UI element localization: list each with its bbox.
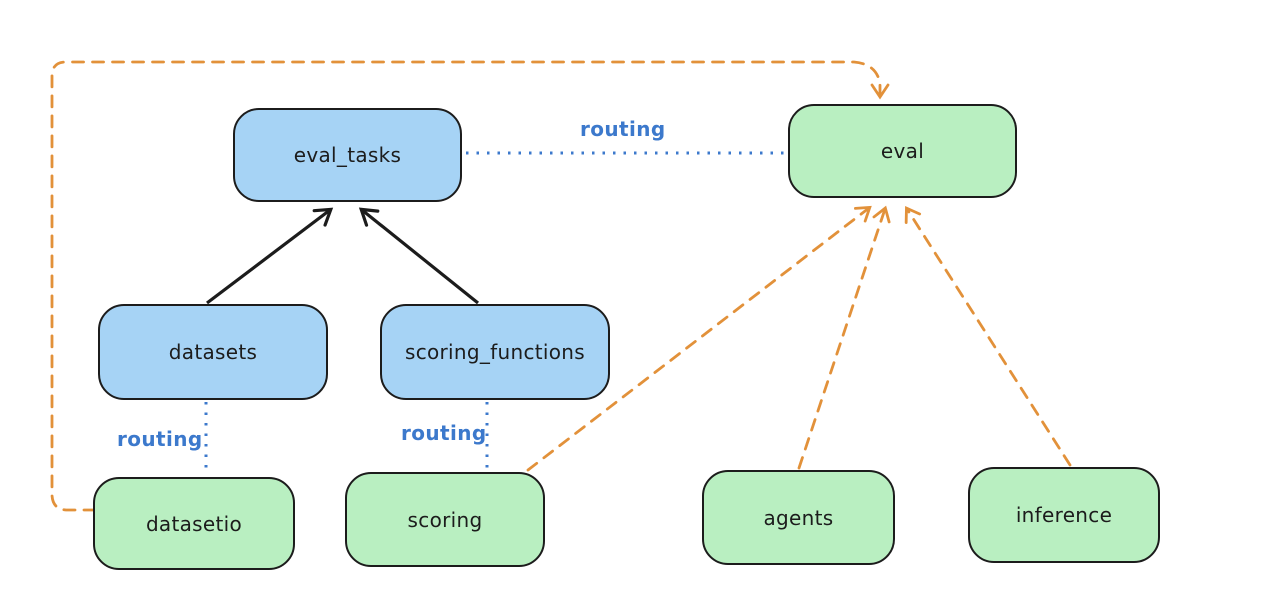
node-agents-label: agents — [763, 505, 834, 530]
node-datasetio-label: datasetio — [145, 511, 243, 536]
node-eval-tasks-label: eval_tasks — [293, 143, 402, 167]
node-datasets-label: datasets — [168, 340, 258, 364]
node-eval: eval — [788, 104, 1017, 198]
node-scoring-label: scoring — [407, 507, 483, 532]
node-scoring-functions-label: scoring_functions — [404, 340, 586, 364]
node-inference-label: inference — [1015, 503, 1113, 527]
node-agents: agents — [702, 470, 895, 565]
routing-label-top: routing — [580, 117, 666, 141]
edge-datasets-to-eval-tasks — [206, 207, 334, 305]
node-inference: inference — [968, 467, 1160, 563]
edge-inference-to-eval — [904, 206, 1072, 467]
node-eval-label: eval — [880, 139, 925, 163]
routing-label-datasetio: routing — [117, 427, 203, 451]
node-scoring-functions: scoring_functions — [380, 304, 610, 400]
node-scoring: scoring — [345, 472, 545, 567]
edge-scoring-to-eval — [526, 205, 872, 472]
edge-scoring-functions-to-eval-tasks — [358, 207, 480, 305]
node-datasets: datasets — [98, 304, 328, 400]
node-datasetio: datasetio — [93, 477, 295, 570]
node-eval-tasks: eval_tasks — [233, 108, 462, 202]
routing-label-scoring: routing — [401, 421, 487, 445]
edge-datasetio-to-eval — [50, 60, 890, 512]
edge-agents-to-eval — [797, 205, 891, 470]
